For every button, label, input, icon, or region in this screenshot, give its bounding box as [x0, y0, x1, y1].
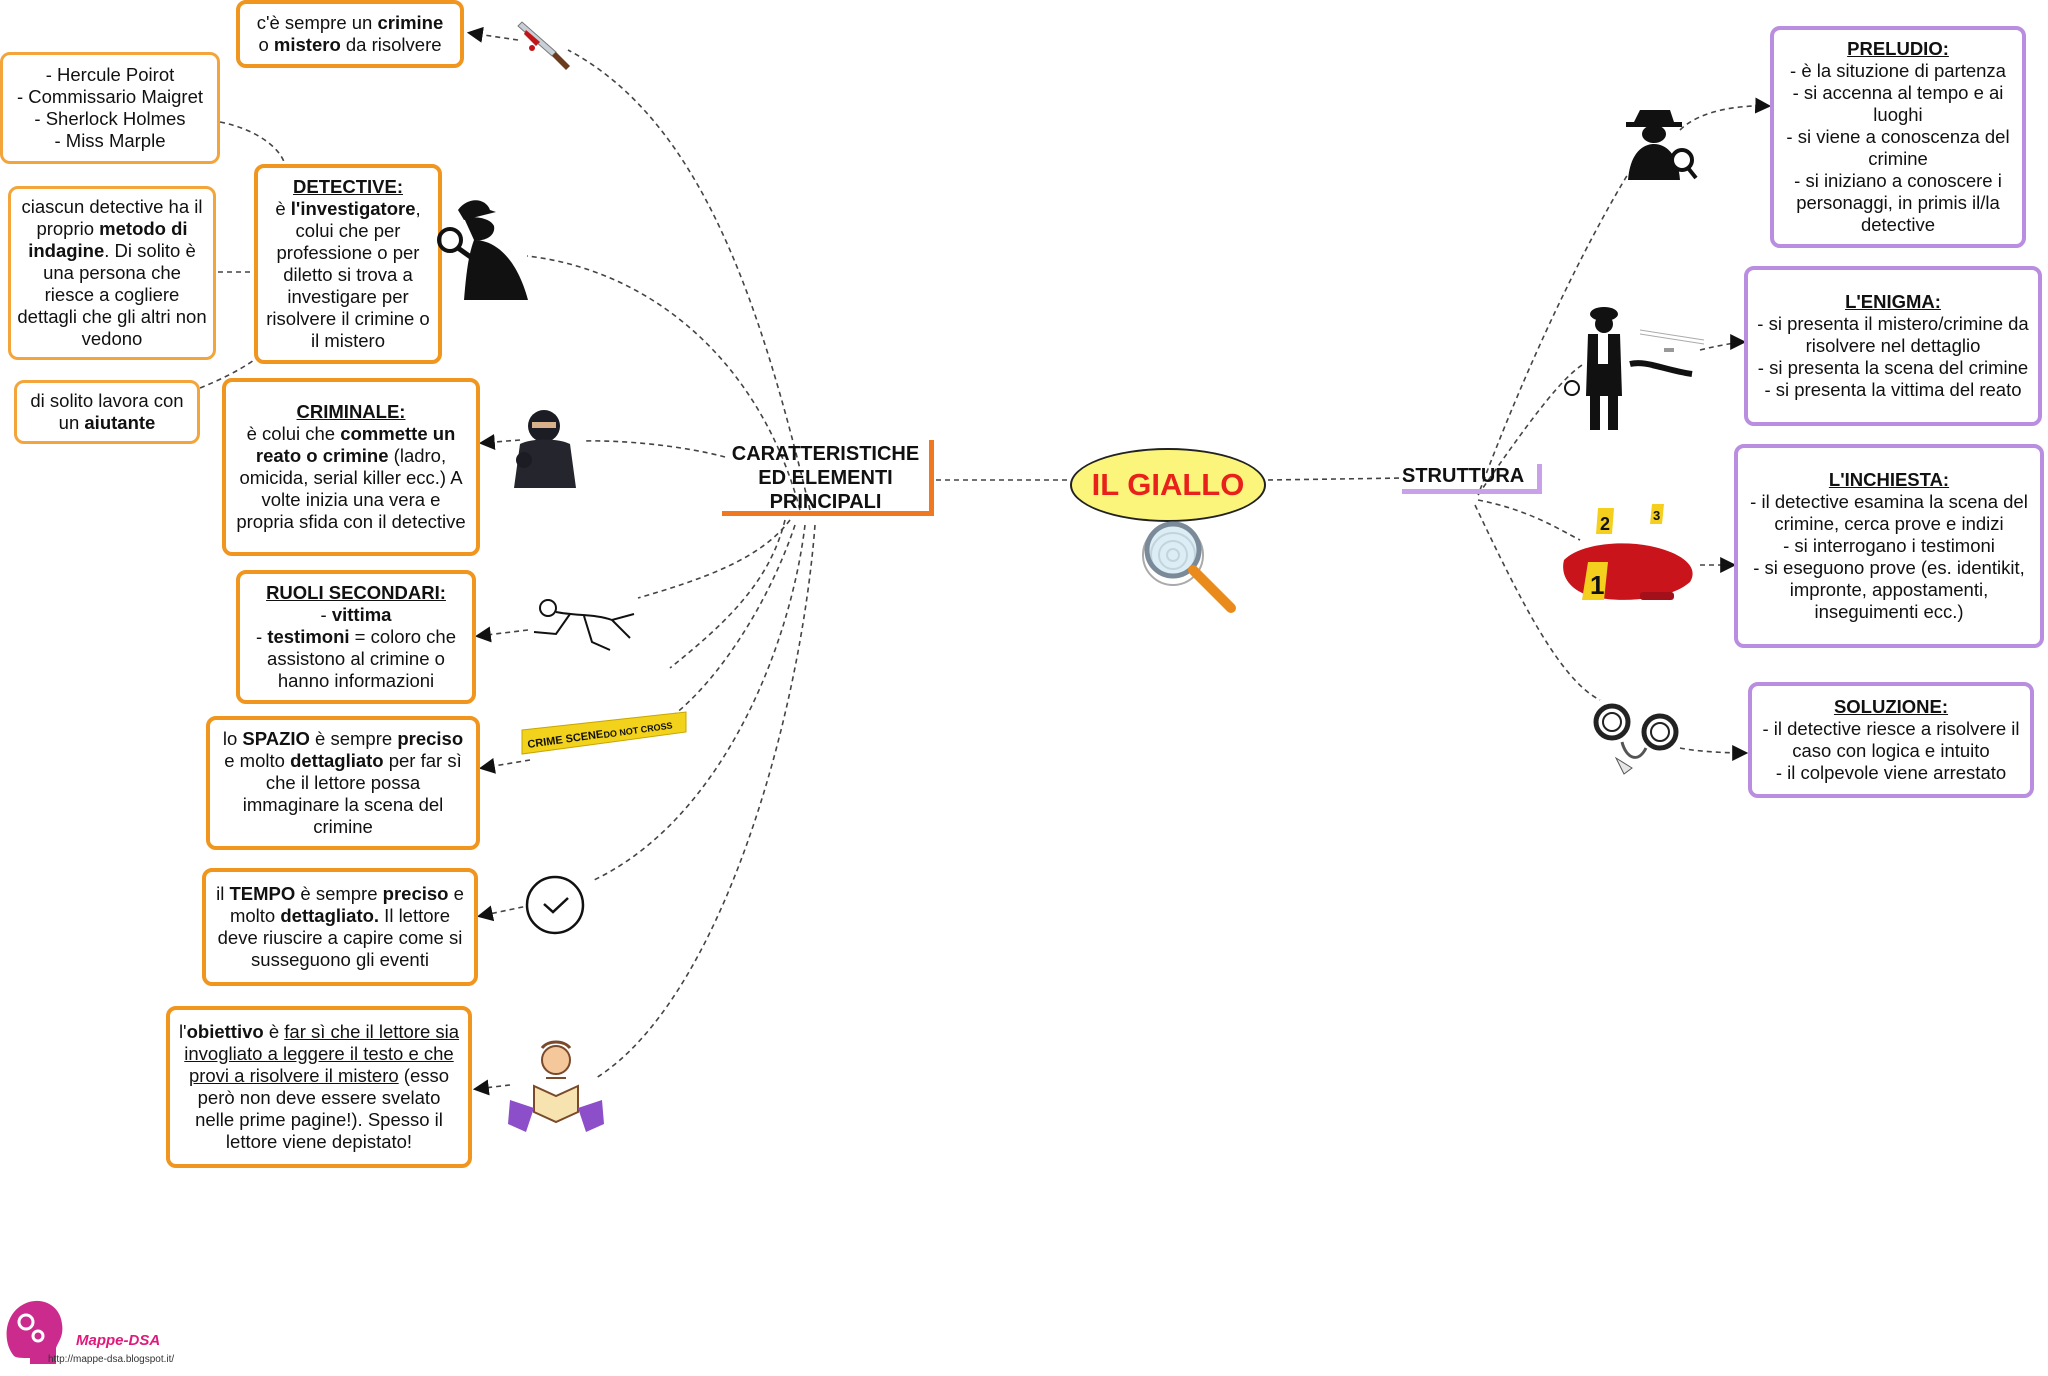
detective-silhouette-icon — [437, 200, 528, 300]
marker-1-label: 1 — [1590, 570, 1604, 600]
detective-box: DETECTIVE: è l'investigatore, colui che … — [254, 164, 442, 364]
crime-scene-investigator-icon — [1564, 307, 1705, 430]
center-title: IL GIALLO — [1091, 467, 1245, 502]
secondary-roles-box: RUOLI SECONDARI: - vittima - testimoni =… — [236, 570, 476, 704]
body-outline-icon — [533, 599, 635, 651]
marker-3-label: 3 — [1653, 508, 1660, 523]
right-hub-label: STRUTTURA — [1402, 465, 1525, 487]
space-box: lo SPAZIO è sempre preciso e molto detta… — [206, 716, 480, 850]
method-box: ciascun detective ha il proprio metodo d… — [8, 186, 216, 360]
reader-with-book-icon — [508, 1040, 604, 1132]
inquiry-box: L'INCHIESTA: - il detective esamina la s… — [1734, 444, 2044, 648]
center-node: IL GIALLO — [1070, 448, 1266, 522]
crime-scene-tape-icon: CRIME SCENE DO NOT CROSS — [521, 711, 687, 755]
solution-box: SOLUZIONE: - il detective riesce a risol… — [1748, 682, 2034, 798]
detectives-list-box: - Hercule Poirot - Commissario Maigret -… — [0, 52, 220, 164]
masked-thief-icon — [514, 410, 576, 488]
evidence-markers-icon: 1 2 3 — [1563, 504, 1693, 600]
criminal-box: CRIMINALE: è colui che commette un reato… — [222, 378, 480, 556]
magnifier-fingerprint-icon — [1142, 521, 1236, 613]
right-hub-node: STRUTTURA — [1402, 464, 1542, 494]
brain-gears-icon — [6, 1300, 63, 1364]
time-box: il TEMPO è sempre preciso e molto dettag… — [202, 868, 478, 986]
crime-box: c'è sempre un crimine o mistero da risol… — [236, 0, 464, 68]
footer-brand: Mappe-DSA — [76, 1332, 161, 1349]
goal-box: l'obiettivo è far sì che il lettore sia … — [166, 1006, 472, 1168]
left-hub-label: CARATTERISTICHE ED ELEMENTI PRINCIPALI — [731, 443, 920, 513]
prelude-box: PRELUDIO: - è la situzione di partenza -… — [1770, 26, 2026, 248]
assistant-box: di solito lavora con un aiutante — [14, 380, 200, 444]
left-hub-node: CARATTERISTICHE ED ELEMENTI PRINCIPALI — [722, 440, 934, 516]
enigma-box: L'ENIGMA: - si presenta il mistero/crimi… — [1744, 266, 2042, 426]
bloody-knife-icon — [517, 21, 570, 70]
marker-2-label: 2 — [1600, 514, 1610, 534]
clock-icon — [525, 875, 585, 935]
handcuffs-icon — [1593, 703, 1679, 775]
footer-url[interactable]: http://mappe-dsa.blogspot.it/ — [48, 1354, 175, 1365]
detective-hat-magnifier-icon — [1626, 110, 1698, 180]
